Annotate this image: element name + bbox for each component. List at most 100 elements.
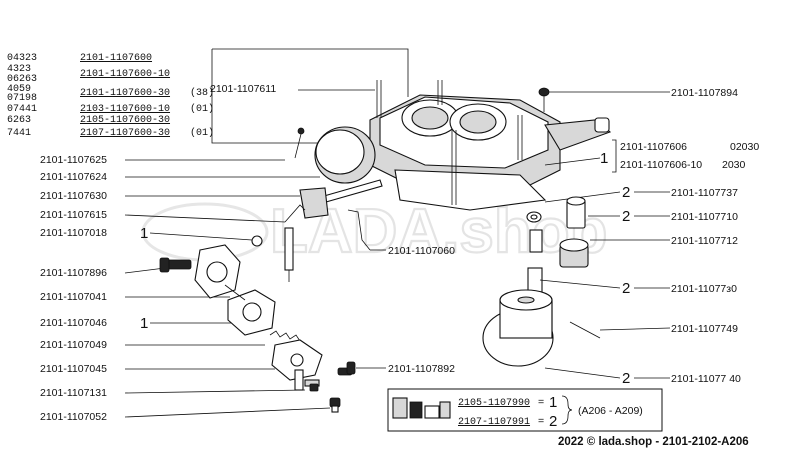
label-1107131: 2101-1107131 xyxy=(40,387,107,399)
label-1107606-10: 2101-1107606-10 xyxy=(620,159,702,171)
diagram-stroke xyxy=(517,296,535,304)
diagram-stroke xyxy=(331,405,339,413)
label-1107624: 2101-1107624 xyxy=(40,171,107,183)
diagram-stroke xyxy=(124,267,166,274)
qty-1107710: 2 xyxy=(622,208,630,225)
header-left-1: 4323 xyxy=(7,64,31,75)
label-1107625: 2101-1107625 xyxy=(40,154,107,166)
label-1107896: 2101-1107896 xyxy=(40,267,107,279)
screw-1107892: 2101-1107892 xyxy=(337,361,455,376)
spring-1107049 xyxy=(269,330,301,342)
qty-1107046: 1 xyxy=(140,315,148,332)
diagram-stroke xyxy=(294,369,304,391)
label-1107749: 2101-1107749 xyxy=(671,323,738,335)
header-suffix-7: (01) xyxy=(190,127,214,139)
diagram-stroke xyxy=(424,405,440,419)
screw-1107052 xyxy=(329,397,341,413)
diagram-stroke xyxy=(569,321,601,339)
diagram-stroke xyxy=(392,397,408,419)
header-left-0: 04323 xyxy=(7,53,37,64)
header-code-6: 2105-1107600-30 xyxy=(80,115,170,126)
label-1107894: 2101-1107894 xyxy=(671,87,738,99)
label-1107018: 2101-1107018 xyxy=(40,227,107,239)
kit-qty-0: 1 xyxy=(549,394,557,411)
diagram-stroke xyxy=(561,395,573,425)
label-1107712: 2101-1107712 xyxy=(671,235,738,247)
right-parts: 2 2101-1107737 2 2101-1107710 2101-11077… xyxy=(482,184,741,387)
label-1107049: 2101-1107049 xyxy=(40,339,107,351)
diagram-stroke xyxy=(212,48,409,97)
diagram-stroke xyxy=(544,367,621,379)
label-1107045: 2101-1107045 xyxy=(40,363,107,375)
diagram-stroke xyxy=(559,238,589,252)
label-1107041: 2101-1107041 xyxy=(40,291,107,303)
bracket-group-1107606: 1 2101-1107606 02030 2101-1107606-10 203… xyxy=(544,139,759,173)
label-1107611: 2101-1107611 xyxy=(210,83,276,95)
pump-assembly xyxy=(159,244,276,336)
diagram-stroke xyxy=(538,87,550,97)
diagram-stroke xyxy=(297,127,305,135)
screw-1107131 xyxy=(309,383,319,392)
diagram-stroke xyxy=(159,257,170,273)
diagram-stroke xyxy=(346,361,356,375)
label-1107052: 2101-1107052 xyxy=(40,411,107,423)
header-code-5: 2103-1107600-10 xyxy=(80,104,170,115)
header-code-1: 2101-1107600-10 xyxy=(80,69,170,80)
copyright-footer: 2022 © lada.shop - 2101-2102-A206 xyxy=(558,436,749,448)
diagram-stroke xyxy=(284,227,294,271)
diagram-stroke xyxy=(347,209,371,251)
diagram-stroke xyxy=(527,267,543,293)
left-labels: 2101-1107625 2101-1107624 2101-1107630 2… xyxy=(40,154,331,423)
value-1107606: 02030 xyxy=(730,141,759,153)
qty-1107740: 2 xyxy=(622,370,630,387)
label-1107710: 2101-1107710 xyxy=(671,211,738,223)
diagram-stroke xyxy=(411,106,449,130)
label-1107737: 2101-1107737 xyxy=(671,187,738,199)
header-left-2: 06263 xyxy=(7,74,37,85)
diagram-stroke xyxy=(315,129,365,175)
kit-note: (A206 - A209) xyxy=(578,405,643,417)
header-left-3: 4059 xyxy=(7,84,31,95)
qty-1107018: 1 xyxy=(140,225,148,242)
header-left-6: 6263 xyxy=(7,115,31,126)
header-suffix-5: (01) xyxy=(190,103,214,115)
kit-eq-1: = xyxy=(538,415,544,427)
repair-kit-box: 2105-1107990 = 1 2107-1107991 = 2 (A206 … xyxy=(387,388,663,432)
label-1107630: 2101-1107630 xyxy=(40,190,107,202)
diagram-stroke xyxy=(409,401,423,419)
diagram-stroke xyxy=(224,284,246,301)
label-1107740: 2101-11077 40 xyxy=(671,373,741,385)
diagram-stroke xyxy=(394,169,547,211)
diagram-stroke xyxy=(566,196,586,206)
diagram-stroke xyxy=(544,157,601,166)
label-1107046: 2101-1107046 xyxy=(40,317,107,329)
kit-code-0: 2105-1107990 xyxy=(458,398,530,409)
diagram-stroke xyxy=(251,235,263,247)
screw-1107894: 2101-1107894 xyxy=(538,87,738,112)
diagram-stroke xyxy=(530,214,538,220)
lever-1107630 xyxy=(251,179,383,282)
diagram-stroke xyxy=(539,279,621,289)
diagram-stroke xyxy=(612,139,617,173)
diagram-stroke xyxy=(594,117,610,133)
header-suffix-3: (38) xyxy=(190,87,214,99)
header-code-0: 2101-1107600 xyxy=(80,53,152,64)
housing-1107045 xyxy=(271,339,323,391)
diagram-stroke xyxy=(439,401,451,419)
diagram-stroke xyxy=(544,119,612,151)
label-1107892: 2101-1107892 xyxy=(388,363,455,375)
label-1107615: 2101-1107615 xyxy=(40,209,107,221)
carburetor-body xyxy=(369,80,612,211)
diagram-stroke xyxy=(290,353,304,367)
kit-qty-1: 2 xyxy=(549,413,557,430)
diagram-stroke xyxy=(149,232,253,241)
diagram-stroke xyxy=(599,327,671,331)
kit-code-1: 2107-1107991 xyxy=(458,417,530,428)
diagram-stroke xyxy=(529,229,543,253)
qty-1107730: 2 xyxy=(622,280,630,297)
diagram-stroke xyxy=(124,407,331,418)
diagram-stroke xyxy=(242,302,262,322)
label-1107606: 2101-1107606 xyxy=(620,141,687,153)
diagram-stroke xyxy=(269,330,301,342)
diagram-stroke xyxy=(284,204,306,223)
